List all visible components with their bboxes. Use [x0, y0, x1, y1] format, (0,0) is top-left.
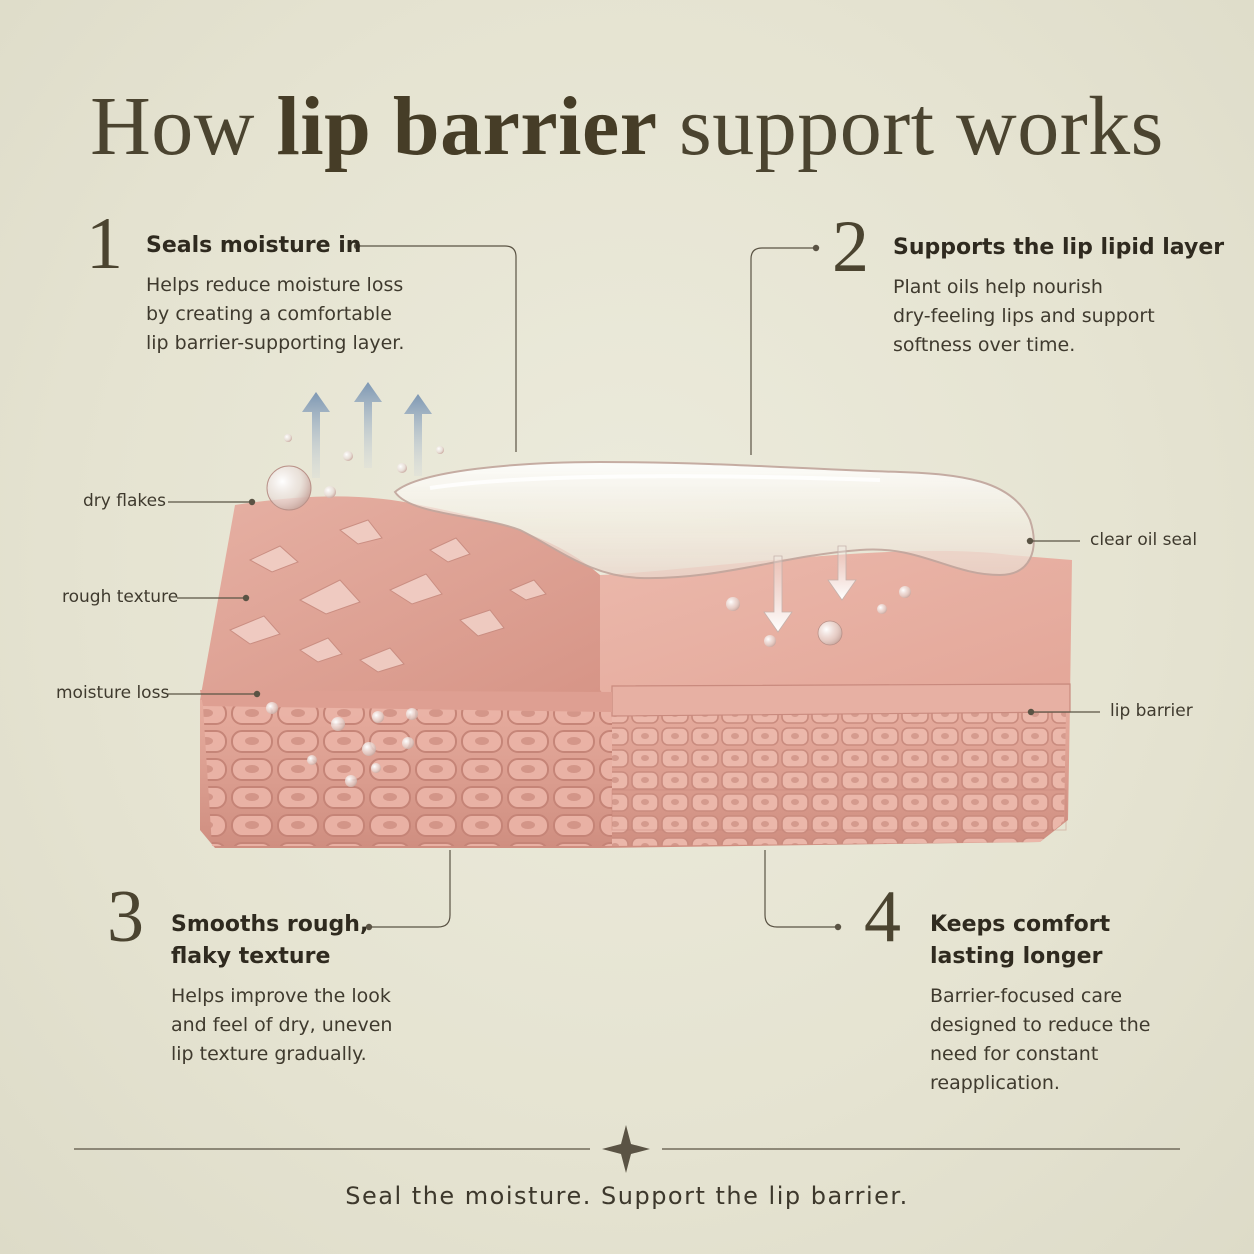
step-3-body-line: Helps improve the look: [171, 985, 391, 1007]
page-title: How lip barrier support works: [0, 78, 1254, 175]
step-3-heading: Smooths rough, flaky texture: [171, 909, 368, 973]
title-pre: How: [90, 80, 277, 173]
step-3-body-line: and feel of dry, uneven: [171, 1014, 393, 1036]
step-3-body: Helps improve the look and feel of dry, …: [171, 982, 392, 1069]
step-4-body-line: reapplication.: [930, 1072, 1060, 1094]
step-3-number: 3: [107, 876, 144, 958]
right-cell-layer: [612, 710, 1066, 846]
step-1-heading: Seals moisture in: [146, 233, 362, 258]
step-2-body: Plant oils help nourish dry-feeling lips…: [893, 273, 1155, 360]
step-3-heading-line: Smooths rough,: [171, 912, 369, 937]
step-3-heading-line: flaky texture: [171, 944, 331, 969]
step-4-number: 4: [864, 876, 901, 958]
step-4-body-line: need for constant: [930, 1043, 1099, 1065]
step-1-body: Helps reduce moisture loss by creating a…: [146, 271, 404, 358]
step-3-body-line: lip texture gradually.: [171, 1043, 367, 1065]
step-1-body-line: Helps reduce moisture loss: [146, 274, 404, 296]
step-2-body-line: dry-feeling lips and support: [893, 305, 1155, 327]
step-1-body-line: by creating a comfortable: [146, 303, 392, 325]
step-2-heading: Supports the lip lipid layer: [893, 235, 1225, 260]
step-4-body: Barrier-focused care designed to reduce …: [930, 982, 1150, 1098]
step-2-body-line: softness over time.: [893, 334, 1076, 356]
title-bold: lip barrier: [276, 80, 658, 173]
step-4-body-line: Barrier-focused care: [930, 985, 1123, 1007]
label-moisture-loss: moisture loss: [56, 683, 170, 703]
moisture-seal-arrows: [763, 545, 857, 633]
leader-lines: [74, 245, 1180, 1150]
step-2-number: 2: [832, 206, 869, 288]
left-cell-layer: [203, 706, 612, 846]
dry-flakes: [228, 519, 547, 673]
step-1-number: 1: [86, 203, 123, 285]
step-4-body-line: designed to reduce the: [930, 1014, 1151, 1036]
step-4-heading-line: lasting longer: [930, 944, 1103, 969]
label-lip-barrier: lip barrier: [1110, 701, 1193, 721]
sparkle-icon: [602, 1125, 650, 1173]
title-post: support works: [657, 80, 1164, 173]
step-2-body-line: Plant oils help nourish: [893, 276, 1103, 298]
water-droplets: [266, 434, 911, 787]
clear-oil-seal: [393, 460, 1035, 580]
moisture-escape-arrows: [302, 382, 432, 478]
step-4-heading-line: Keeps comfort: [930, 912, 1111, 937]
step-4-heading: Keeps comfort lasting longer: [930, 909, 1110, 973]
footer-tagline: Seal the moisture. Support the lip barri…: [345, 1182, 909, 1210]
label-clear-oil-seal: clear oil seal: [1090, 530, 1198, 550]
label-rough-texture: rough texture: [62, 587, 179, 607]
step-1-body-line: lip barrier-supporting layer.: [146, 332, 405, 354]
label-dry-flakes: dry flakes: [83, 491, 166, 511]
lip-barrier-band: [611, 683, 1071, 717]
